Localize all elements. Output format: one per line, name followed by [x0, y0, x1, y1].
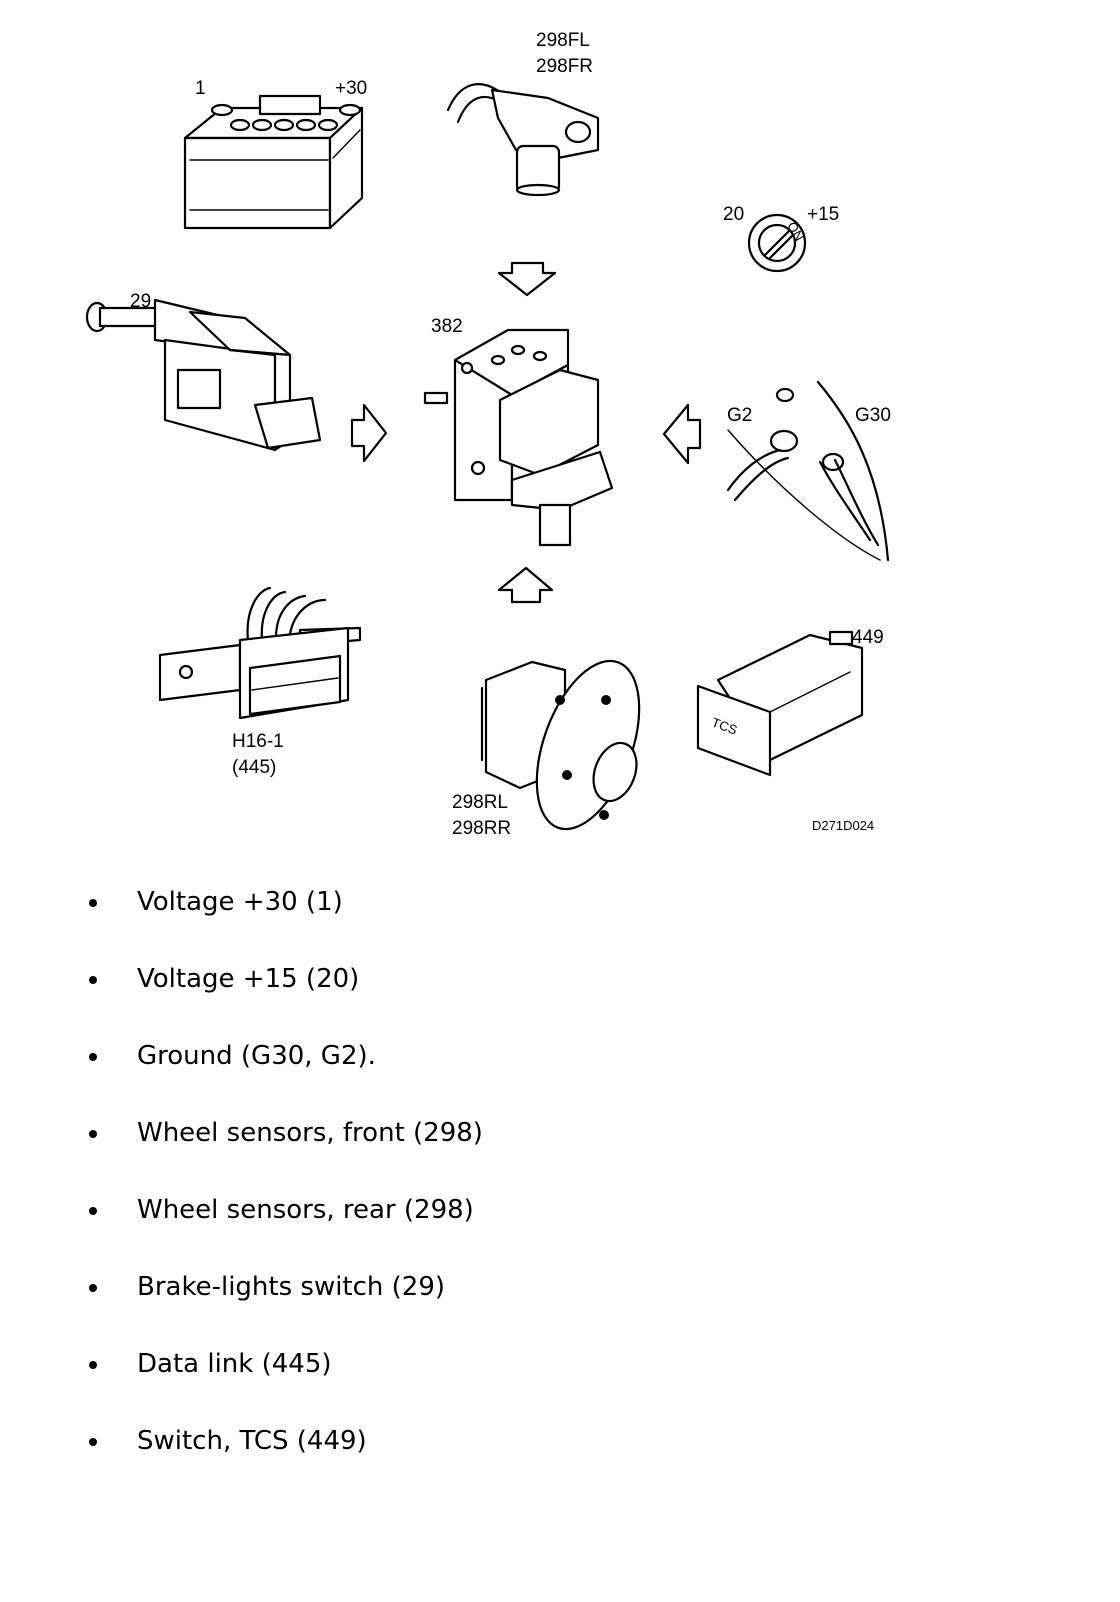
rear-sensor-left-label: 298RL: [452, 792, 508, 813]
down-arrow-icon: [497, 261, 557, 297]
brake-switch-illustration: [85, 298, 322, 452]
bullet-icon: [89, 976, 97, 984]
ground-g2-label: G2: [727, 405, 752, 426]
ground-points-illustration: [726, 380, 890, 562]
bullet-icon: [89, 899, 97, 907]
ignition-number-label: 20: [723, 204, 744, 225]
tcs-switch-illustration: [696, 630, 864, 777]
list-item-text: Data link (445): [137, 1349, 332, 1379]
front-sensor-right-label: 298FR: [536, 56, 593, 77]
list-item-text: Voltage +30 (1): [137, 887, 343, 917]
list-item-text: Voltage +15 (20): [137, 964, 360, 994]
up-arrow-icon: [497, 566, 554, 604]
front-sensor-left-label: 298FL: [536, 30, 590, 51]
list-item-text: Wheel sensors, rear (298): [137, 1195, 474, 1225]
left-arrow-icon: [662, 403, 702, 465]
bullet-icon: [89, 1438, 97, 1446]
list-item-text: Ground (G30, G2).: [137, 1041, 376, 1071]
list-item-text: Switch, TCS (449): [137, 1426, 367, 1456]
front-wheel-sensor-illustration: [446, 83, 600, 197]
abs-module-illustration: [423, 328, 614, 547]
data-link-number-label: (445): [232, 757, 276, 778]
list-item: Voltage +15 (20): [0, 957, 1120, 1034]
list-item: Brake-lights switch (29): [0, 1265, 1120, 1342]
ground-g30-label: G30: [855, 405, 891, 426]
bullet-icon: [89, 1053, 97, 1061]
list-item: Wheel sensors, rear (298): [0, 1188, 1120, 1265]
list-item-text: Wheel sensors, front (298): [137, 1118, 483, 1148]
brake-switch-label: 29: [130, 291, 151, 312]
list-item: Switch, TCS (449): [0, 1419, 1120, 1496]
data-link-connector-illustration: [158, 586, 362, 720]
rear-sensor-right-label: 298RR: [452, 818, 511, 839]
ignition-voltage-label: +15: [807, 204, 839, 225]
right-arrow-icon: [350, 403, 388, 463]
list-item-text: Brake-lights switch (29): [137, 1272, 446, 1302]
tcs-switch-label: 449: [852, 627, 884, 648]
bullet-icon: [89, 1361, 97, 1369]
data-link-connector-label: H16-1: [232, 731, 284, 752]
battery-illustration: [183, 94, 364, 230]
bullet-icon: [89, 1207, 97, 1215]
bullet-icon: [89, 1284, 97, 1292]
ignition-switch-illustration: [747, 213, 807, 273]
list-item: Data link (445): [0, 1342, 1120, 1419]
abs-unit-label: 382: [431, 316, 463, 337]
battery-voltage-label: +30: [335, 78, 367, 99]
list-item: Wheel sensors, front (298): [0, 1111, 1120, 1188]
list-item: Ground (G30, G2).: [0, 1034, 1120, 1111]
bullet-icon: [89, 1130, 97, 1138]
list-item: Voltage +30 (1): [0, 880, 1120, 957]
abs-inputs-diagram: 1 +30 298FL 298FR 20 +15 ON 29: [85, 30, 891, 839]
rear-wheel-sensor-illustration: [480, 659, 641, 831]
input-signals-list: Voltage +30 (1) Voltage +15 (20) Ground …: [0, 880, 1120, 1496]
figure-code-label: D271D024: [812, 818, 874, 833]
battery-number-label: 1: [195, 78, 206, 99]
